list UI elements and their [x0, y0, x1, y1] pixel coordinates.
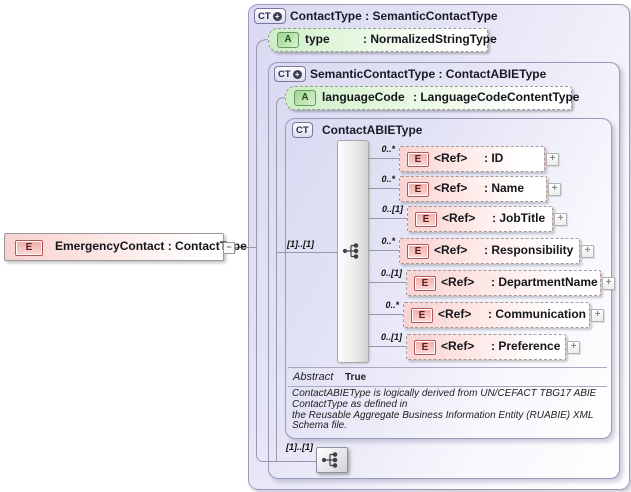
expand-button[interactable]: +	[602, 277, 615, 290]
element-label: EmergencyContact : ContactType	[55, 239, 247, 253]
element-ref-row[interactable]: E <Ref> : JobTitle	[407, 206, 553, 232]
element-ref-row[interactable]: E <Ref> : DepartmentName	[406, 270, 601, 296]
attribute-datatype: : NormalizedStringType	[363, 32, 497, 46]
element-ref-label: <Ref>	[441, 339, 475, 353]
complextype-derived-badge: CT+	[274, 66, 306, 82]
element-emergencycontact[interactable]: E EmergencyContact : ContactType	[4, 233, 247, 261]
annotation-text: ContactABIEType is logically derived fro…	[292, 388, 597, 432]
sequence-compositor-bar[interactable]	[337, 140, 369, 363]
attribute-type[interactable]: A type : NormalizedStringType	[268, 28, 497, 52]
element-ref-row[interactable]: E <Ref> : Communication	[403, 302, 590, 328]
element-ref-row[interactable]: E <Ref> : Name	[399, 176, 547, 202]
element-badge-icon: E	[15, 240, 43, 256]
divider	[288, 367, 607, 368]
element-name: : ID	[484, 151, 504, 165]
cardinality-label: 0..*	[381, 236, 395, 246]
element-ref-row[interactable]: E <Ref> : Responsibility	[399, 238, 580, 264]
expand-button[interactable]: +	[581, 245, 594, 258]
cardinality-label: 0..*	[385, 300, 399, 310]
cardinality-label: 0..[1]	[380, 268, 402, 278]
collapse-toggle[interactable]: −	[223, 242, 235, 254]
element-name: : JobTitle	[492, 211, 546, 225]
attribute-badge-icon: A	[277, 32, 299, 48]
sequence-icon	[321, 452, 338, 468]
element-name: : Name	[484, 181, 525, 195]
element-ref-row[interactable]: E <Ref> : Preference	[406, 334, 566, 360]
abstract-value: True	[345, 372, 367, 383]
attribute-badge-icon: A	[294, 90, 316, 106]
element-badge-icon: E	[407, 244, 429, 259]
element-ref-label: <Ref>	[438, 307, 472, 321]
element-ref-label: <Ref>	[442, 211, 476, 225]
cardinality-label: 0..[1]	[380, 332, 402, 342]
expand-button[interactable]: +	[554, 213, 567, 226]
contactabietype-title: ContactABIEType	[322, 123, 423, 137]
sequence-compositor-box[interactable]	[316, 447, 348, 473]
expand-button[interactable]: +	[546, 153, 559, 166]
element-badge-icon: E	[411, 308, 433, 323]
element-ref-label: <Ref>	[434, 151, 468, 165]
cardinality-label: 0..[1]	[381, 204, 403, 214]
expand-button[interactable]: +	[548, 183, 561, 196]
expand-button[interactable]: +	[567, 341, 580, 354]
element-badge-icon: E	[414, 276, 436, 291]
minus-icon: −	[226, 242, 232, 252]
derivation-plus-icon: +	[272, 11, 282, 21]
sequence-icon	[342, 243, 359, 259]
element-ref-label: <Ref>	[434, 181, 468, 195]
expand-button[interactable]: +	[591, 309, 604, 322]
abstract-label: Abstract	[293, 371, 334, 383]
sequence-cardinality-label: [1]..[1]	[287, 239, 314, 249]
complextype-badge: CT	[292, 122, 313, 138]
derivation-plus-icon: +	[292, 69, 302, 79]
element-name: : Responsibility	[484, 243, 574, 257]
sequence-cardinality-label: [1]..[1]	[286, 442, 313, 452]
divider	[288, 386, 607, 387]
element-badge-icon: E	[407, 182, 429, 197]
attribute-name: type	[305, 32, 330, 46]
semanticcontacttype-title: SemanticContactType : ContactABIEType	[310, 67, 547, 81]
complextype-derived-badge: CT+	[254, 8, 286, 24]
element-ref-row[interactable]: E <Ref> : ID	[399, 146, 545, 172]
element-name: : Communication	[488, 307, 586, 321]
element-name: : Preference	[491, 339, 561, 353]
cardinality-label: 0..*	[381, 174, 395, 184]
element-name: : DepartmentName	[491, 275, 598, 289]
cardinality-label: 0..*	[381, 144, 395, 154]
contacttype-title: ContactType : SemanticContactType	[290, 9, 498, 23]
element-badge-icon: E	[415, 212, 437, 227]
element-badge-icon: E	[407, 152, 429, 167]
element-badge-icon: E	[414, 340, 436, 355]
element-ref-label: <Ref>	[441, 275, 475, 289]
attribute-name: languageCode	[322, 90, 405, 104]
element-ref-label: <Ref>	[434, 243, 468, 257]
attribute-languagecode[interactable]: A languageCode : LanguageCodeContentType	[285, 86, 579, 110]
attribute-datatype: : LanguageCodeContentType	[413, 90, 580, 104]
